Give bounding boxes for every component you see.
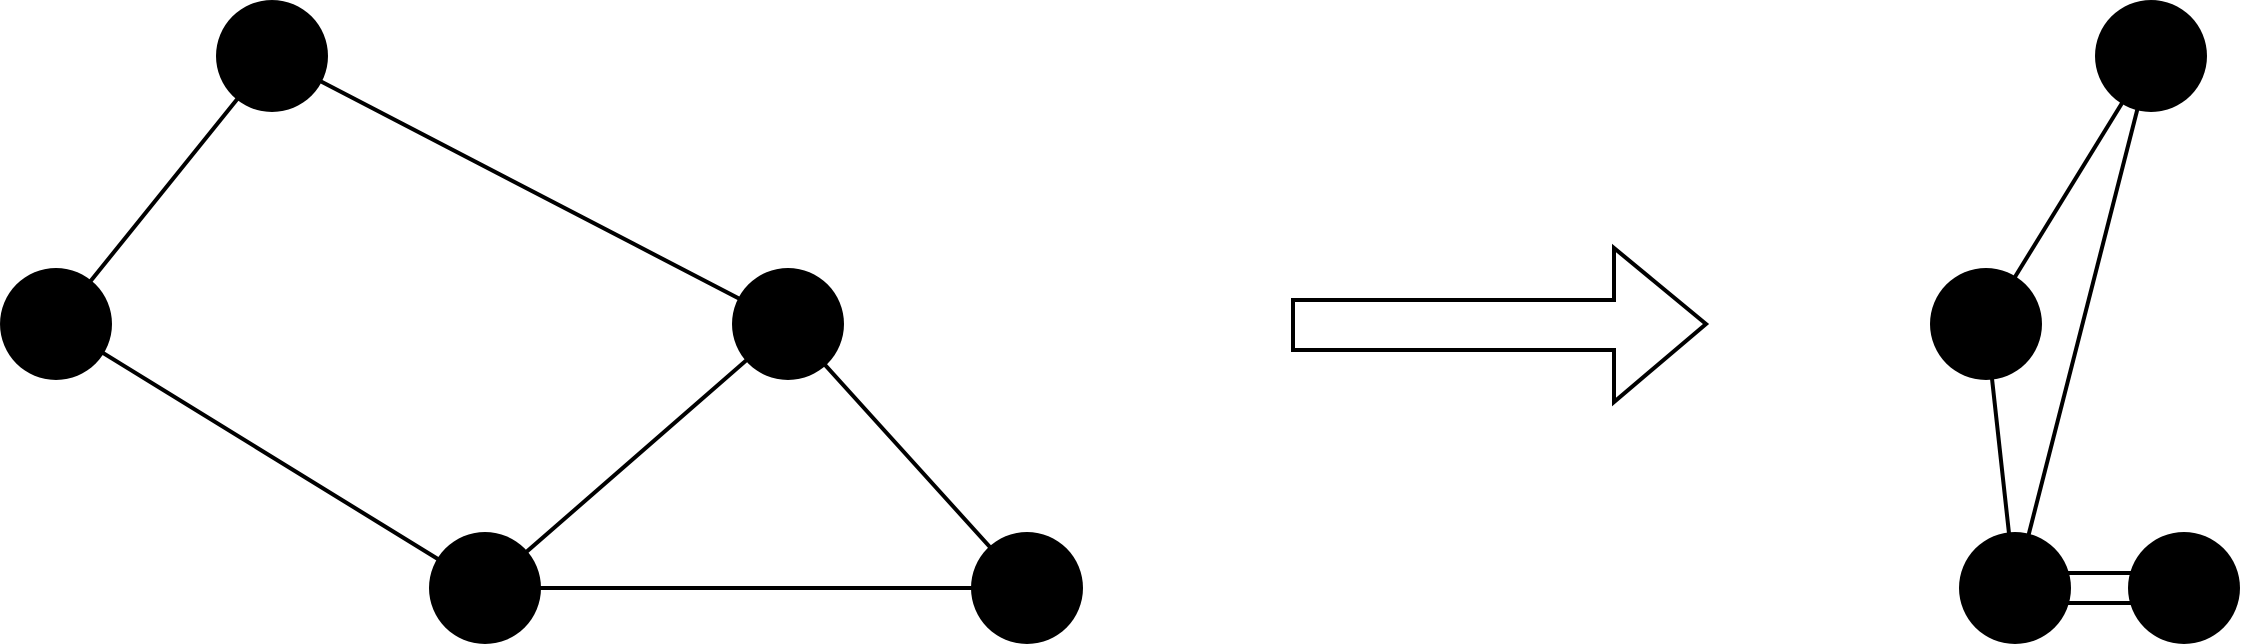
left-edge-right-bottom — [483, 322, 790, 590]
left-edge-top-left — [54, 54, 274, 326]
right-node-left — [1930, 268, 2042, 380]
right-node-bottom — [1959, 532, 2071, 644]
left-edge-left-bottom — [54, 322, 487, 590]
left-graph — [0, 0, 1083, 644]
left-node-b — [0, 268, 112, 380]
right-edge-top-bottom — [2013, 55, 2153, 589]
right-arrow-icon — [1291, 243, 1710, 407]
left-edge-top-right — [271, 54, 789, 326]
right-node-bottom-right — [2128, 532, 2240, 644]
right-node-top — [2095, 0, 2207, 112]
left-edge-right-bottomright — [786, 322, 1029, 590]
right-graph — [1930, 0, 2240, 644]
left-node-c — [732, 268, 844, 380]
left-node-a — [216, 0, 328, 112]
left-node-e — [971, 532, 1083, 644]
left-node-d — [429, 532, 541, 644]
